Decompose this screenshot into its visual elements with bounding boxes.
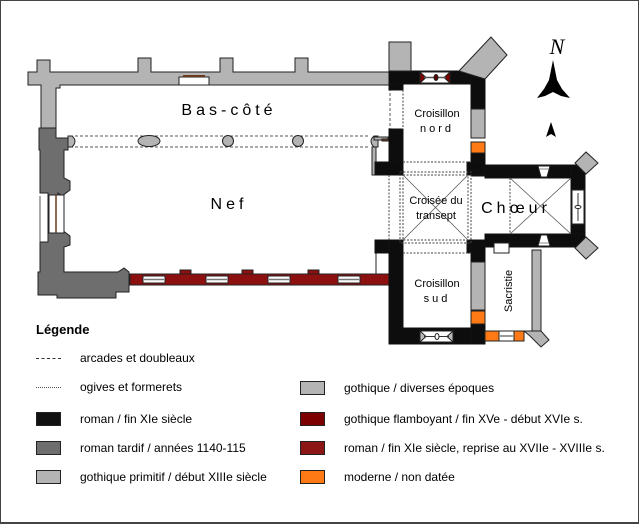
legend-label: roman tardif / années 1140-115 bbox=[80, 441, 246, 455]
legend-label: gothique flamboyant / fin XVe - début XV… bbox=[344, 412, 583, 426]
label-nef: Nef bbox=[211, 196, 248, 213]
legend-item-gothique-primitif: gothique primitif / début XIIIe siècle bbox=[36, 470, 267, 484]
swatch-roman-tardif bbox=[36, 441, 61, 455]
legend-item-roman: roman / fin XIe siècle bbox=[36, 412, 192, 426]
legend-item-gothique-diverses: gothique / diverses époques bbox=[300, 381, 494, 395]
legend-label: arcades et doubleaux bbox=[80, 351, 195, 365]
swatch-roman bbox=[36, 412, 61, 426]
choir-windows bbox=[537, 165, 585, 247]
crossing-vaults bbox=[388, 90, 511, 254]
north-aisle-wall bbox=[27, 57, 391, 129]
north-transept-window bbox=[419, 70, 451, 85]
label-bas-cote: Bas-côté bbox=[181, 102, 276, 119]
north-arrow-icon: N bbox=[537, 34, 570, 137]
legend-item-gothique-flamboyant: gothique flamboyant / fin XVe - début XV… bbox=[300, 412, 583, 426]
label-croisillon-nord-2: nord bbox=[420, 123, 454, 135]
legend-item-roman-reprise: roman / fin XIe siècle, reprise au XVIIe… bbox=[300, 441, 605, 455]
south-nave-wall bbox=[129, 250, 391, 286]
label-croisillon-sud-1: Croisillon bbox=[414, 278, 459, 290]
legend-label: moderne / non datée bbox=[344, 470, 455, 484]
crossing-west-buttress bbox=[371, 136, 391, 176]
west-facade bbox=[37, 127, 130, 299]
legend-label: roman / fin XIe siècle bbox=[80, 412, 193, 426]
legend-item-moderne: moderne / non datée bbox=[300, 470, 455, 484]
legend-label: roman / fin XIe siècle, reprise au XVIIe… bbox=[344, 441, 605, 455]
label-croisee-2: transept bbox=[416, 210, 456, 222]
dashed-line-sample bbox=[36, 357, 61, 359]
south-transept-window bbox=[419, 329, 454, 344]
label-sacristie: Sacristie bbox=[503, 270, 515, 312]
legend-title: Légende bbox=[36, 322, 90, 337]
north-label: N bbox=[549, 34, 566, 59]
gothic-additions bbox=[388, 36, 599, 348]
swatch-moderne bbox=[300, 470, 325, 484]
swatch-gothique-diverses bbox=[300, 381, 325, 395]
swatch-roman-reprise bbox=[300, 441, 325, 455]
dotted-line-sample bbox=[36, 386, 61, 388]
swatch-gothique-flamboyant bbox=[300, 412, 325, 426]
label-croisee-1: Croisée du bbox=[409, 195, 462, 207]
label-croisillon-sud-2: sud bbox=[424, 293, 451, 305]
legend-label: ogives et formerets bbox=[80, 380, 183, 394]
vault-ribs bbox=[402, 174, 572, 241]
legend-item-ogives: ogives et formerets bbox=[36, 380, 182, 394]
legend-item-arcades: arcades et doubleaux bbox=[36, 351, 195, 365]
nave-arcades bbox=[70, 88, 391, 148]
label-croisillon-nord-1: Croisillon bbox=[414, 108, 459, 120]
legend-label: gothique primitif / début XIIIe siècle bbox=[80, 470, 267, 484]
label-choeur: Chœur bbox=[481, 200, 551, 217]
legend-item-roman-tardif: roman tardif / années 1140-115 bbox=[36, 441, 246, 455]
legend-label: gothique / diverses époques bbox=[344, 381, 495, 395]
west-portal bbox=[39, 194, 65, 242]
north-aisle-window bbox=[178, 75, 210, 86]
sacristy-walls bbox=[493, 242, 515, 342]
nave-piers bbox=[67, 135, 379, 148]
swatch-gothique-primitif bbox=[36, 470, 61, 484]
